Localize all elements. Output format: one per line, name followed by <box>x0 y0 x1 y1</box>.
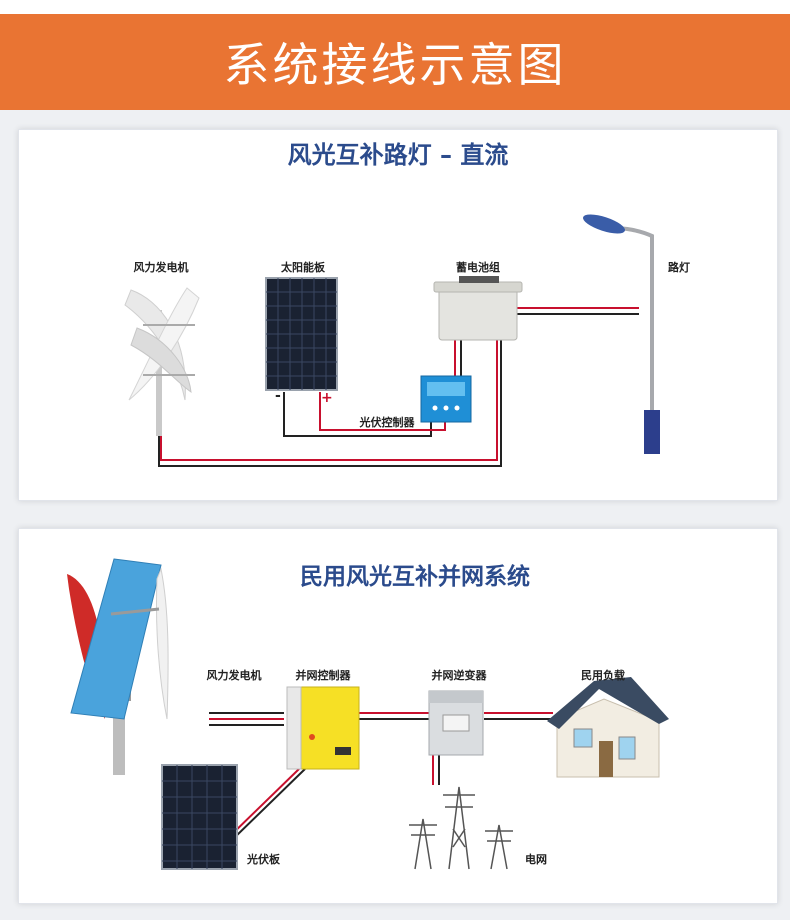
street-light-icon <box>582 214 660 454</box>
wiring <box>158 307 639 467</box>
label-power-grid: 电网 <box>525 852 547 866</box>
label-solar-panel: 太阳能板 <box>280 260 326 274</box>
panel1-title: 风光互补路灯 – 直流 <box>288 141 509 169</box>
label-battery: 蓄电池组 <box>456 260 500 274</box>
label-pv-controller: 光伏控制器 <box>359 415 416 429</box>
wind-turbine-icon <box>67 558 169 775</box>
label-wind-turbine: 风力发电机 <box>134 260 189 274</box>
streetlight-dc-panel: 风光互补路灯 – 直流 风力发电机 <box>18 129 778 501</box>
pv-controller-icon <box>420 375 472 423</box>
grid-controller-icon <box>286 686 360 770</box>
house-icon <box>547 677 669 778</box>
battery-icon <box>433 276 523 341</box>
label-pv-panel: 光伏板 <box>246 852 281 866</box>
page-title: 系统接线示意图 <box>223 38 567 92</box>
header-bar: 系统接线示意图 <box>0 14 790 110</box>
solar-panel-icon <box>265 277 338 391</box>
label-grid-controller: 并网控制器 <box>296 668 352 682</box>
power-tower-icon <box>409 786 513 870</box>
wiring <box>209 712 553 840</box>
grid-inverter-icon <box>428 690 484 756</box>
streetlight-diagram: 风光互补路灯 – 直流 风力发电机 <box>124 141 690 467</box>
residential-grid-panel: 民用风光互补并网系统 风力发电机 <box>18 528 778 904</box>
label-wind-turbine: 风力发电机 <box>207 668 262 682</box>
wind-turbine-icon <box>124 287 200 436</box>
label-street-light: 路灯 <box>668 260 690 274</box>
label-household-load: 民用负载 <box>581 668 625 682</box>
minus-terminal-label: - <box>275 388 281 404</box>
plus-terminal-label: + <box>321 390 333 406</box>
panel2-title: 民用风光互补并网系统 <box>300 563 530 590</box>
pv-panel-icon <box>161 764 238 870</box>
grid-tie-diagram: 民用风光互补并网系统 风力发电机 <box>67 558 669 870</box>
label-grid-inverter: 并网逆变器 <box>432 668 488 682</box>
